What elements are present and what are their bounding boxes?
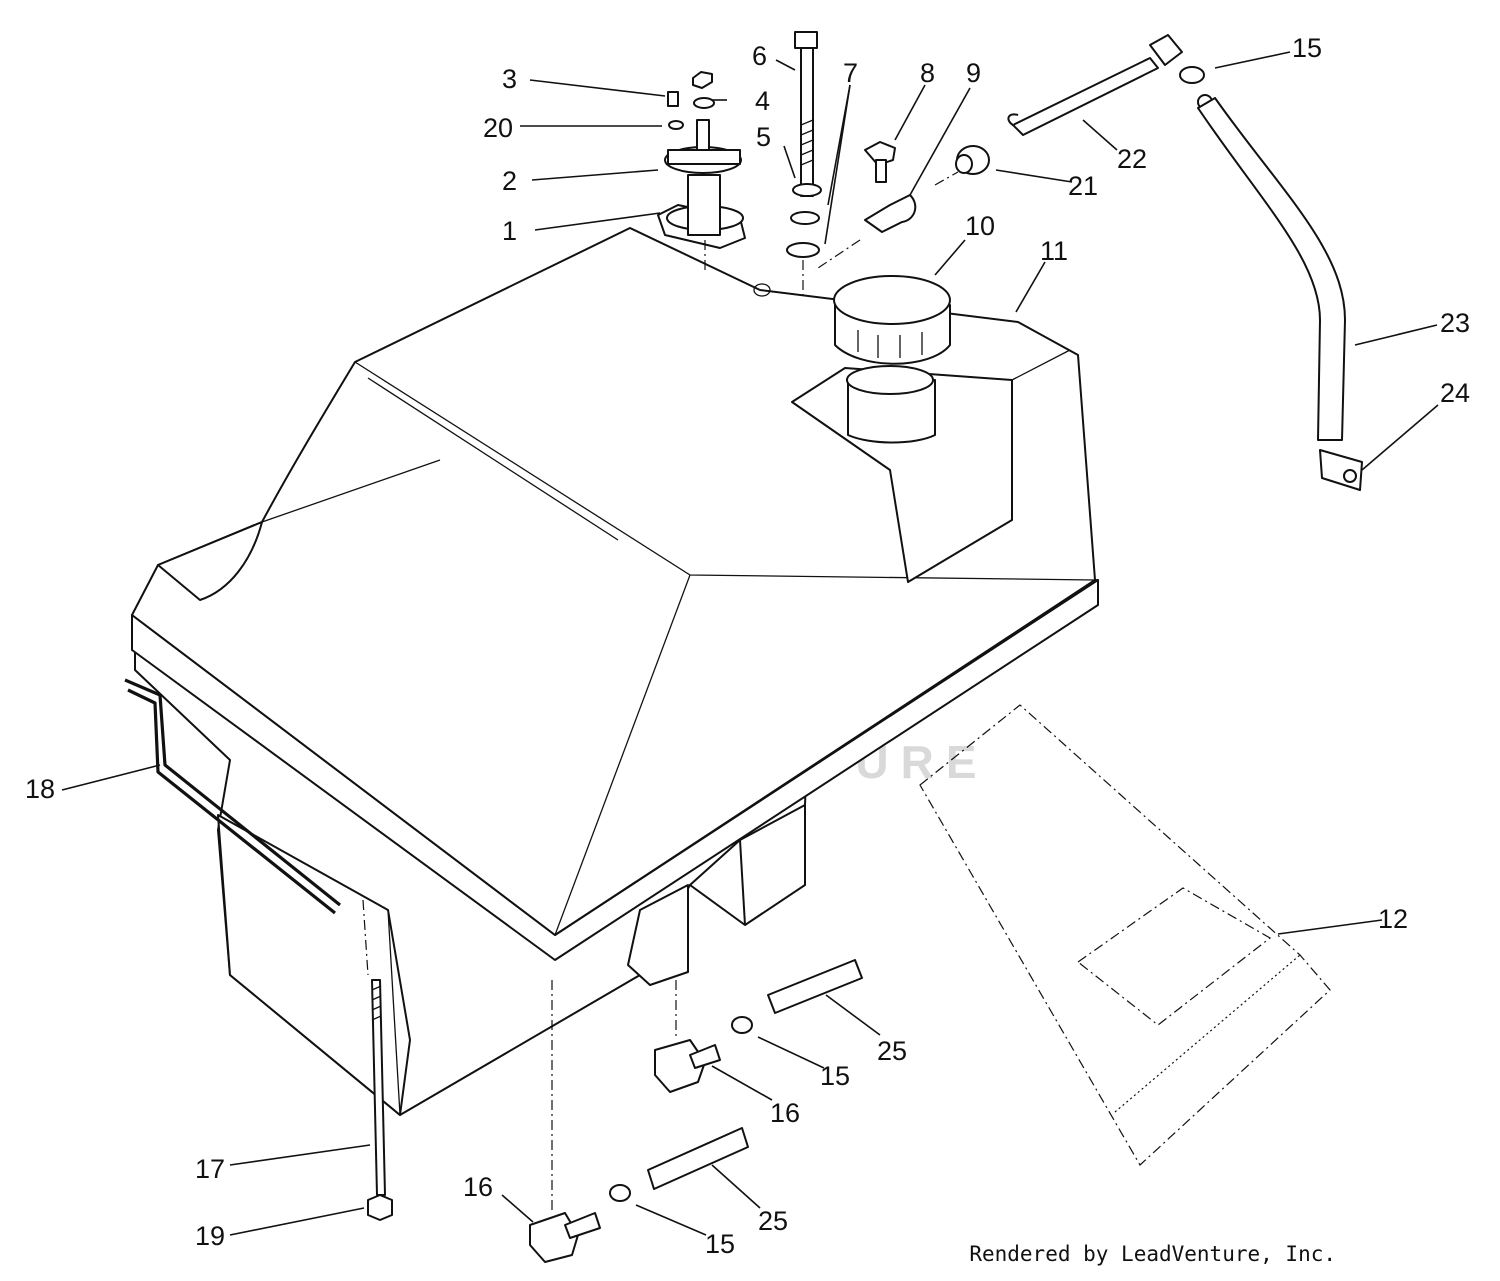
callout-5: 5: [756, 122, 771, 152]
callout-23: 23: [1440, 308, 1470, 338]
heat-shield-panel: [919, 704, 1331, 1166]
mount-rod-and-nut: [362, 899, 393, 1221]
vent-hose-assembly: [1179, 66, 1363, 491]
callout-3: 3: [502, 64, 517, 94]
callout-16-lower: 16: [463, 1172, 493, 1202]
fuel-tank: [131, 227, 1099, 1116]
fuel-outlet-lower: [529, 980, 749, 1263]
callout-24: 24: [1440, 378, 1470, 408]
callout-20: 20: [483, 113, 513, 143]
callout-16-middle: 16: [770, 1098, 800, 1128]
callout-25-lower: 25: [758, 1206, 788, 1236]
callout-4: 4: [755, 86, 770, 116]
leader-lines: [61, 51, 1439, 1236]
callout-15-upper: 15: [1292, 33, 1322, 63]
callout-25-middle: 25: [877, 1036, 907, 1066]
callout-labels: 1 2 3 4 5 6 7 8 9 10 11 12 15 15 15 16 1…: [25, 33, 1470, 1259]
callout-9: 9: [966, 58, 981, 88]
callout-17: 17: [195, 1154, 225, 1184]
callout-10: 10: [965, 211, 995, 241]
callout-1: 1: [502, 216, 517, 246]
callout-22: 22: [1117, 144, 1147, 174]
callout-12: 12: [1378, 904, 1408, 934]
hose-clamp-bracket: [814, 141, 917, 271]
render-credit: Rendered by LeadVenture, Inc.: [969, 1242, 1336, 1266]
fuel-cap: [833, 275, 951, 444]
callout-7: 7: [843, 58, 858, 88]
fuel-gauge-sending-unit: [657, 71, 746, 270]
tank-mount-bolt: [753, 31, 822, 300]
callout-6: 6: [752, 41, 767, 71]
callout-15-lower: 15: [705, 1229, 735, 1259]
callout-15-middle: 15: [820, 1061, 850, 1091]
callout-2: 2: [502, 166, 517, 196]
tank-seal-strip: [124, 678, 341, 915]
fuel-outlet-upper: [654, 959, 863, 1093]
callout-11: 11: [1040, 236, 1068, 266]
callout-21: 21: [1068, 171, 1098, 201]
callout-8: 8: [920, 58, 935, 88]
callout-18: 18: [25, 774, 55, 804]
callout-19: 19: [195, 1221, 225, 1251]
grommet-and-vent-tube: [934, 34, 1183, 186]
